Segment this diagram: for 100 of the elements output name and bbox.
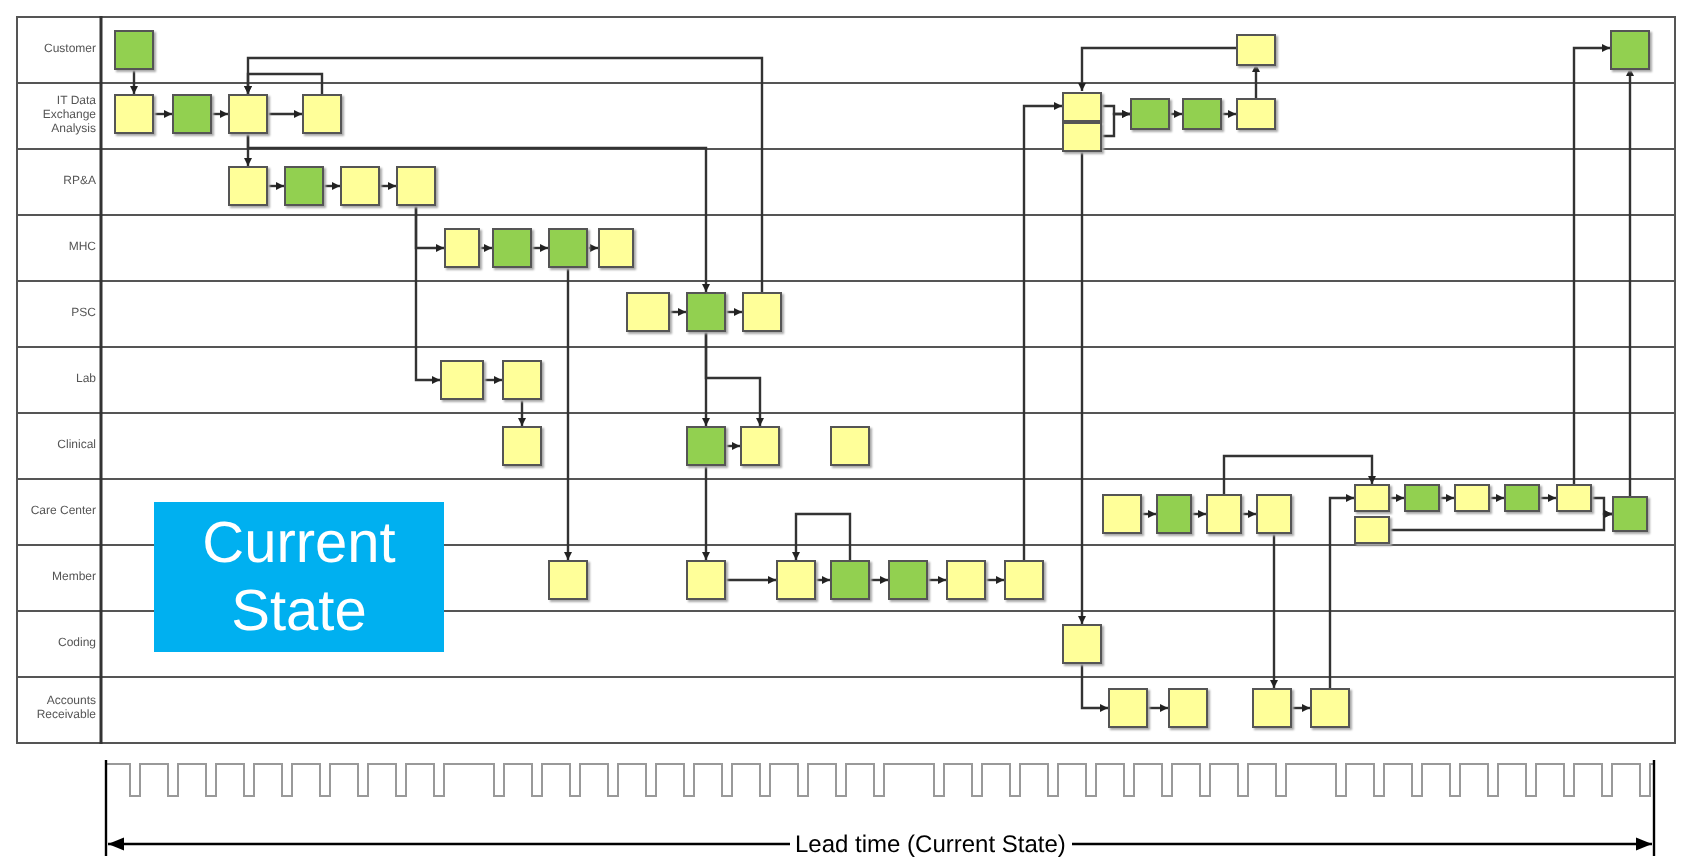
connector-arrow bbox=[268, 182, 284, 190]
process-step-box bbox=[1101, 494, 1141, 534]
swimlane-row bbox=[16, 150, 1676, 216]
connector-arrow bbox=[1626, 68, 1634, 496]
process-step-box bbox=[301, 94, 341, 134]
process-step-box bbox=[395, 166, 435, 206]
connector-arrow bbox=[1490, 494, 1504, 502]
dimension-label: Lead time (Current State) bbox=[789, 830, 1072, 858]
swimlane-row bbox=[16, 414, 1676, 480]
process-step-box bbox=[491, 228, 531, 268]
process-step-box bbox=[741, 292, 781, 332]
process-step-box bbox=[1003, 560, 1043, 600]
process-step-box bbox=[339, 166, 379, 206]
connector-arrow bbox=[1328, 494, 1354, 688]
swimlane-row bbox=[16, 348, 1676, 414]
process-step-box bbox=[1609, 30, 1649, 70]
process-step-box bbox=[1061, 91, 1101, 121]
process-step-box bbox=[547, 560, 587, 600]
connector-arrow bbox=[1222, 454, 1376, 494]
process-step-box bbox=[1129, 98, 1169, 130]
connector-arrow bbox=[480, 244, 492, 252]
process-step-box bbox=[1061, 624, 1101, 664]
connector-arrow bbox=[246, 134, 710, 292]
connector-arrow bbox=[726, 308, 742, 316]
connector-arrow bbox=[1078, 46, 1236, 91]
connector-arrow bbox=[130, 68, 138, 94]
swimlane-row bbox=[16, 216, 1676, 282]
process-step-box bbox=[1503, 484, 1539, 512]
connector-arrow bbox=[268, 110, 302, 118]
process-step-box bbox=[283, 166, 323, 206]
connector-arrow bbox=[1540, 494, 1556, 502]
connector-arrow bbox=[244, 56, 764, 292]
connector-arrow bbox=[1572, 44, 1610, 484]
process-step-box bbox=[547, 228, 587, 268]
process-step-box bbox=[1453, 484, 1489, 512]
connector-arrow bbox=[1080, 664, 1108, 712]
process-step-box bbox=[1251, 688, 1291, 728]
connector-arrow bbox=[704, 332, 764, 426]
connector-arrow bbox=[564, 268, 572, 560]
swimlane-row bbox=[16, 16, 1676, 84]
swimlane-row bbox=[16, 84, 1676, 150]
connector-arrow bbox=[532, 244, 548, 252]
connector-arrow bbox=[1390, 494, 1404, 502]
process-step-box bbox=[829, 560, 869, 600]
process-step-box bbox=[887, 560, 927, 600]
connector-arrow bbox=[726, 576, 776, 584]
connector-arrow bbox=[1390, 510, 1612, 532]
connector-arrow bbox=[702, 466, 710, 560]
process-step-box bbox=[1205, 494, 1241, 534]
process-step-box bbox=[597, 228, 633, 268]
connector-arrow bbox=[1252, 64, 1260, 98]
connector-arrow bbox=[1078, 151, 1086, 624]
process-step-box bbox=[227, 166, 267, 206]
connector-arrow bbox=[414, 206, 440, 384]
connector-arrow bbox=[1222, 110, 1236, 118]
process-step-box bbox=[1107, 688, 1147, 728]
swimlane-row bbox=[16, 678, 1676, 744]
connector-arrow bbox=[518, 400, 526, 426]
process-step-box bbox=[1403, 484, 1439, 512]
process-step-box bbox=[227, 94, 267, 134]
connector-arrow bbox=[670, 308, 686, 316]
process-step-box bbox=[945, 560, 985, 600]
process-step-box bbox=[1235, 98, 1275, 130]
connector-arrow bbox=[1270, 534, 1278, 688]
process-step-box bbox=[113, 30, 153, 70]
connector-arrow bbox=[588, 244, 598, 252]
process-step-box bbox=[171, 94, 211, 134]
connector-arrow bbox=[1440, 494, 1454, 502]
connector-arrow bbox=[154, 110, 172, 118]
process-step-box bbox=[1353, 484, 1389, 512]
connector-arrow bbox=[928, 576, 946, 584]
process-step-box bbox=[439, 360, 483, 400]
connector-arrow bbox=[792, 512, 852, 560]
process-step-box bbox=[1611, 496, 1647, 532]
connector-arrow bbox=[1148, 704, 1168, 712]
connector-arrow bbox=[816, 576, 830, 584]
connector-arrow bbox=[324, 182, 340, 190]
process-step-box bbox=[1555, 484, 1591, 512]
process-step-box bbox=[113, 94, 153, 134]
process-step-box bbox=[685, 426, 725, 466]
process-step-box bbox=[1235, 34, 1275, 66]
process-step-box bbox=[685, 292, 725, 332]
connector-arrow bbox=[212, 110, 228, 118]
process-step-box bbox=[1255, 494, 1291, 534]
process-step-box bbox=[739, 426, 779, 466]
process-step-box bbox=[625, 292, 669, 332]
connector-arrow bbox=[1170, 110, 1182, 118]
connector-arrow bbox=[1102, 110, 1130, 138]
process-step-box bbox=[1155, 494, 1191, 534]
process-step-box bbox=[1167, 688, 1207, 728]
process-step-box bbox=[1061, 121, 1101, 151]
connector-arrow bbox=[726, 442, 740, 450]
connector-arrow bbox=[870, 576, 888, 584]
connector-arrow bbox=[1022, 102, 1062, 560]
process-step-box bbox=[829, 426, 869, 466]
connector-arrow bbox=[484, 376, 502, 384]
process-step-box bbox=[1353, 516, 1389, 544]
process-step-box bbox=[1309, 688, 1349, 728]
process-step-box bbox=[1181, 98, 1221, 130]
connector-arrow bbox=[1142, 510, 1156, 518]
